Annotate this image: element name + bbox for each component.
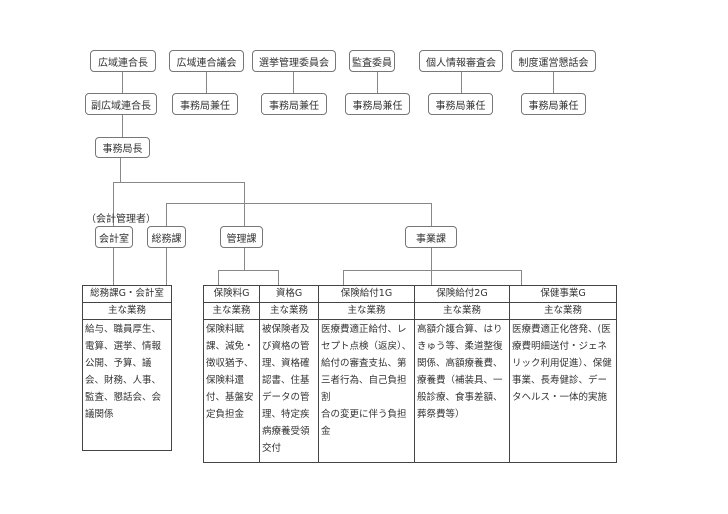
group-name: 保険料G [203, 285, 260, 303]
connector-line [343, 270, 522, 271]
connector-line [166, 203, 167, 226]
connector-line [293, 72, 294, 93]
connector-line [377, 72, 378, 93]
group-duties: 被保険者及び資格の管理、資格確認書、住基データの管理、特定疾病療養受領交付 [259, 319, 319, 463]
box-advisory-council: 制度運営懇話会 [511, 50, 596, 72]
duties-header: 主な業務 [414, 302, 510, 320]
group-name: 保険給付2G [414, 285, 510, 303]
duties-header: 主な業務 [203, 302, 260, 320]
connector-line [218, 270, 219, 285]
duties-header: 主な業務 [259, 302, 319, 320]
box-general-affairs: 総務課 [147, 226, 186, 248]
box-secretariat-concurrent: 事務局兼任 [261, 93, 327, 115]
connector-line [521, 270, 522, 285]
box-chair: 広域連合長 [90, 50, 156, 72]
duties-header: 主な業務 [509, 302, 617, 320]
connector-line [113, 182, 245, 183]
connector-line [343, 270, 344, 285]
box-accounting-office: 会計室 [95, 226, 133, 248]
connector-line [113, 248, 114, 285]
table-general-affairs: 総務課G・会計室 主な業務 給与、職員厚生、電算、選挙、情報公開、予算、議会、財… [82, 285, 172, 451]
group-duties: 医療費適正給付、レセプト点検（返戻）、給付の審査支払、第三者行為、自己負担割 合… [318, 319, 415, 463]
group-name: 保険給付1G [318, 285, 415, 303]
group-duties: 医療費適正化啓発、(医療費明細送付・ジェネリック利用促進）、保健事業、長寿健診、… [509, 319, 617, 463]
connector-line [122, 115, 123, 137]
connector-line [166, 203, 432, 204]
box-management: 管理課 [220, 226, 263, 248]
box-election-committee: 選挙管理委員会 [252, 50, 336, 72]
box-assembly: 広域連合議会 [169, 50, 244, 72]
connector-line [553, 72, 554, 93]
box-secretariat-concurrent: 事務局兼任 [521, 93, 586, 115]
connector-line [431, 203, 432, 226]
box-vice-chair: 副広域連合長 [85, 93, 157, 115]
connector-line [461, 72, 462, 93]
box-auditor: 監査委員 [349, 50, 395, 72]
group-duties: 保険料賦課、減免・徴収猶予、保険料還付、基盤安定負担金 [203, 319, 260, 463]
group-name: 総務課G・会計室 [82, 285, 172, 303]
connector-line [120, 158, 121, 182]
group-duties: 高額介護合算、はりきゅう等、柔道整復関係、高額療養費、療養費（補装具、一般診療、… [414, 319, 510, 463]
connector-line [244, 182, 245, 226]
group-name: 保健事業G [509, 285, 617, 303]
box-secretariat-concurrent: 事務局兼任 [428, 93, 493, 115]
connector-line [218, 270, 278, 271]
connector-line [113, 182, 114, 226]
connector-line [122, 72, 123, 93]
box-secretariat-concurrent: 事務局兼任 [345, 93, 410, 115]
box-operations: 事業課 [405, 226, 457, 248]
box-director: 事務局長 [95, 137, 150, 158]
duties-header: 主な業務 [82, 302, 172, 320]
connector-line [278, 270, 279, 285]
table-groups: 保険料G 資格G 保険給付1G 保険給付2G 保健事業G 主な業務 主な業務 主… [203, 285, 617, 463]
connector-line [166, 248, 167, 285]
box-secretariat-concurrent: 事務局兼任 [172, 93, 238, 115]
duties-header: 主な業務 [318, 302, 415, 320]
connector-line [431, 248, 432, 285]
group-name: 資格G [259, 285, 319, 303]
connector-line [206, 72, 207, 93]
accounting-manager-label: （会計管理者） [86, 214, 156, 225]
box-privacy-review: 個人情報審査会 [419, 50, 503, 72]
connector-line [244, 248, 245, 270]
group-duties: 給与、職員厚生、電算、選挙、情報公開、予算、議会、財務、人事、監査、懇話会、会 … [82, 319, 172, 451]
